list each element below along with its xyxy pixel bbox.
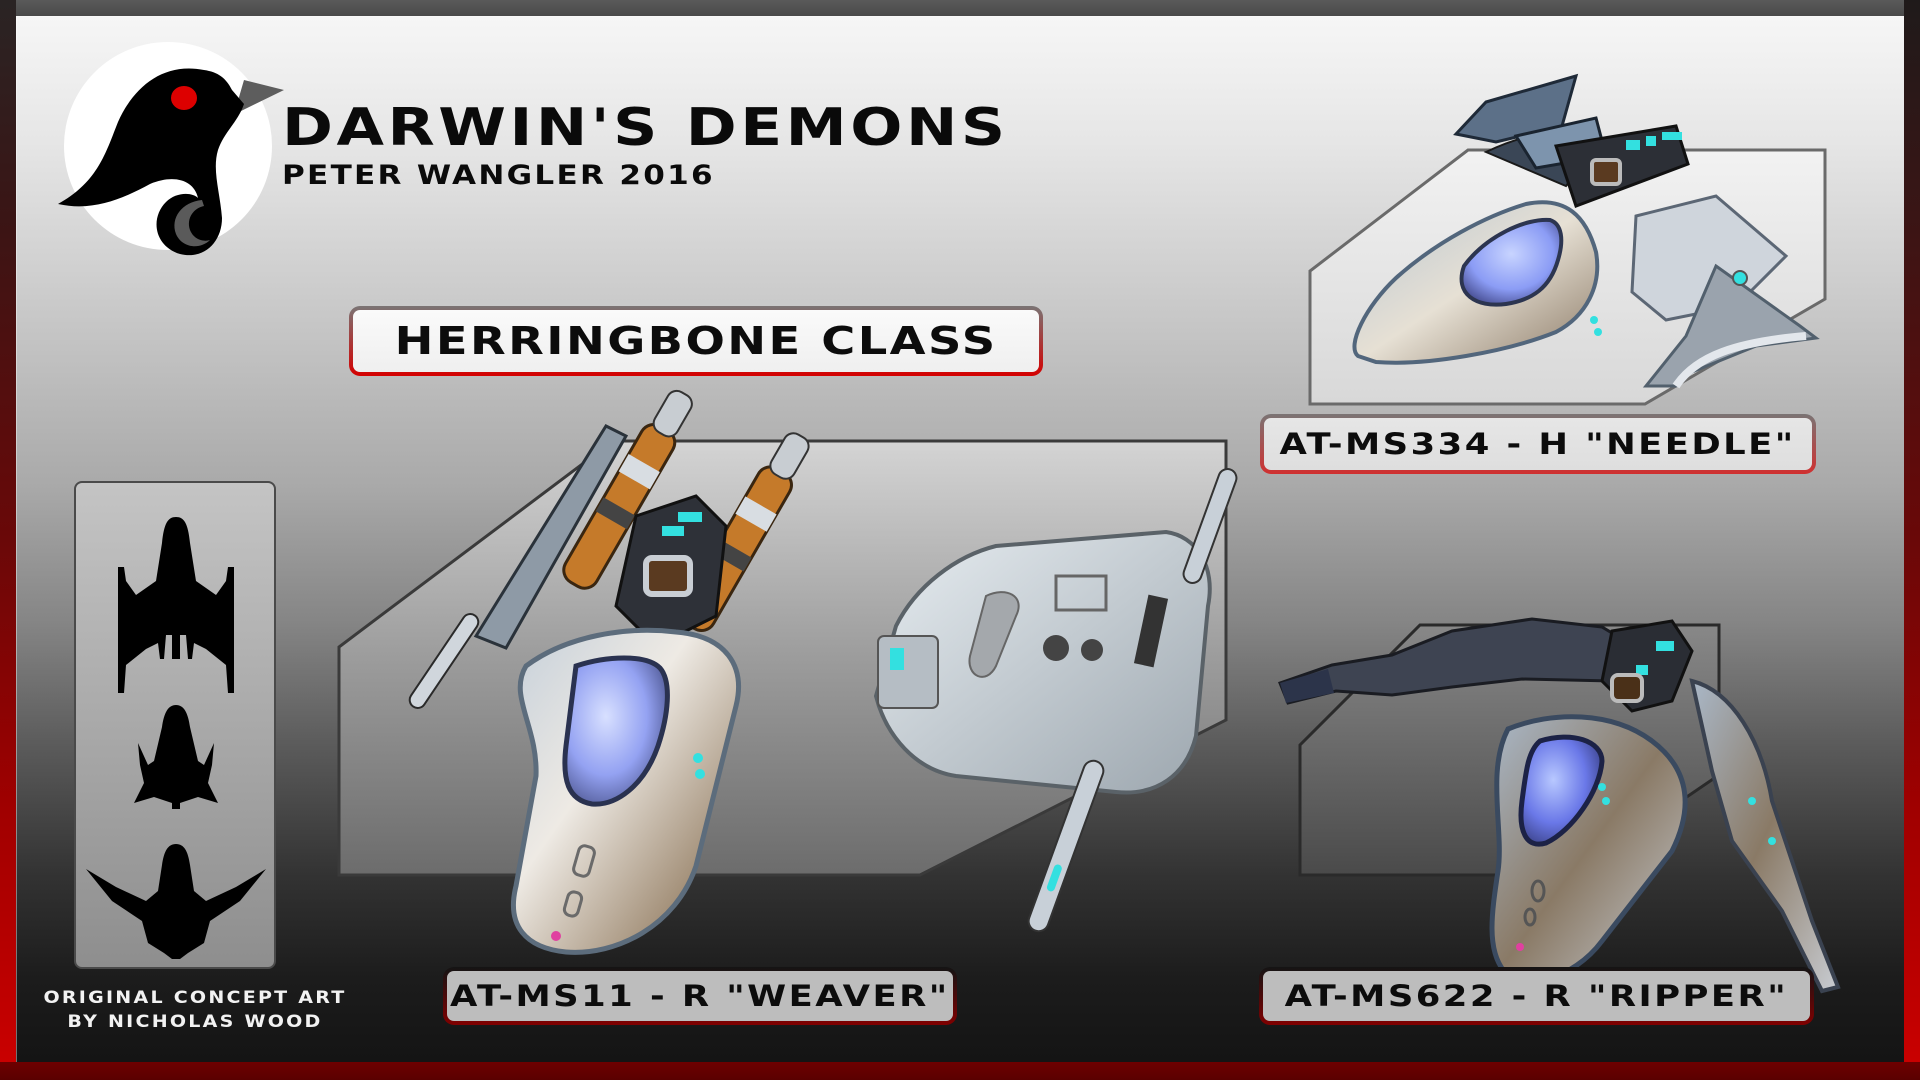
ship-label-ripper: AT-MS622 - R "RIPPER" — [1259, 967, 1814, 1025]
spaceship-needle-render — [1352, 73, 1820, 389]
credit-line-2: BY NICHOLAS WOOD — [67, 1012, 323, 1032]
credit-line-1: ORIGINAL CONCEPT ART — [43, 988, 347, 1008]
frame-border-right — [1904, 0, 1920, 1080]
presentation-canvas: DARWIN'S DEMONS PETER WANGLER 2016 HERRI… — [16, 16, 1904, 1062]
ship-label-needle: AT-MS334 - H "NEEDLE" — [1260, 414, 1816, 474]
ship-label-weaver-text: AT-MS11 - R "WEAVER" — [450, 979, 950, 1013]
silhouette-panel — [74, 481, 276, 969]
class-label-text: HERRINGBONE CLASS — [394, 319, 998, 363]
ship-label-needle-text: AT-MS334 - H "NEEDLE" — [1279, 427, 1797, 461]
silhouette-weaver-icon — [118, 517, 234, 693]
class-label: HERRINGBONE CLASS — [349, 306, 1043, 376]
spaceship-weaver-render — [408, 389, 1238, 955]
demon-bird-logo-icon — [58, 42, 284, 256]
ship-label-ripper-text: AT-MS622 - R "RIPPER" — [1284, 979, 1789, 1013]
page-subtitle: PETER WANGLER 2016 — [282, 160, 715, 191]
ship-label-weaver: AT-MS11 - R "WEAVER" — [443, 967, 957, 1025]
silhouette-ripper-icon — [86, 844, 266, 959]
frame-border-left — [0, 0, 16, 1080]
spaceship-ripper-render — [1278, 617, 1841, 994]
page-title: DARWIN'S DEMONS — [282, 98, 1009, 158]
frame-border-bottom — [0, 1062, 1920, 1080]
silhouette-needle-icon — [134, 705, 218, 809]
frame-border-top — [0, 0, 1920, 16]
